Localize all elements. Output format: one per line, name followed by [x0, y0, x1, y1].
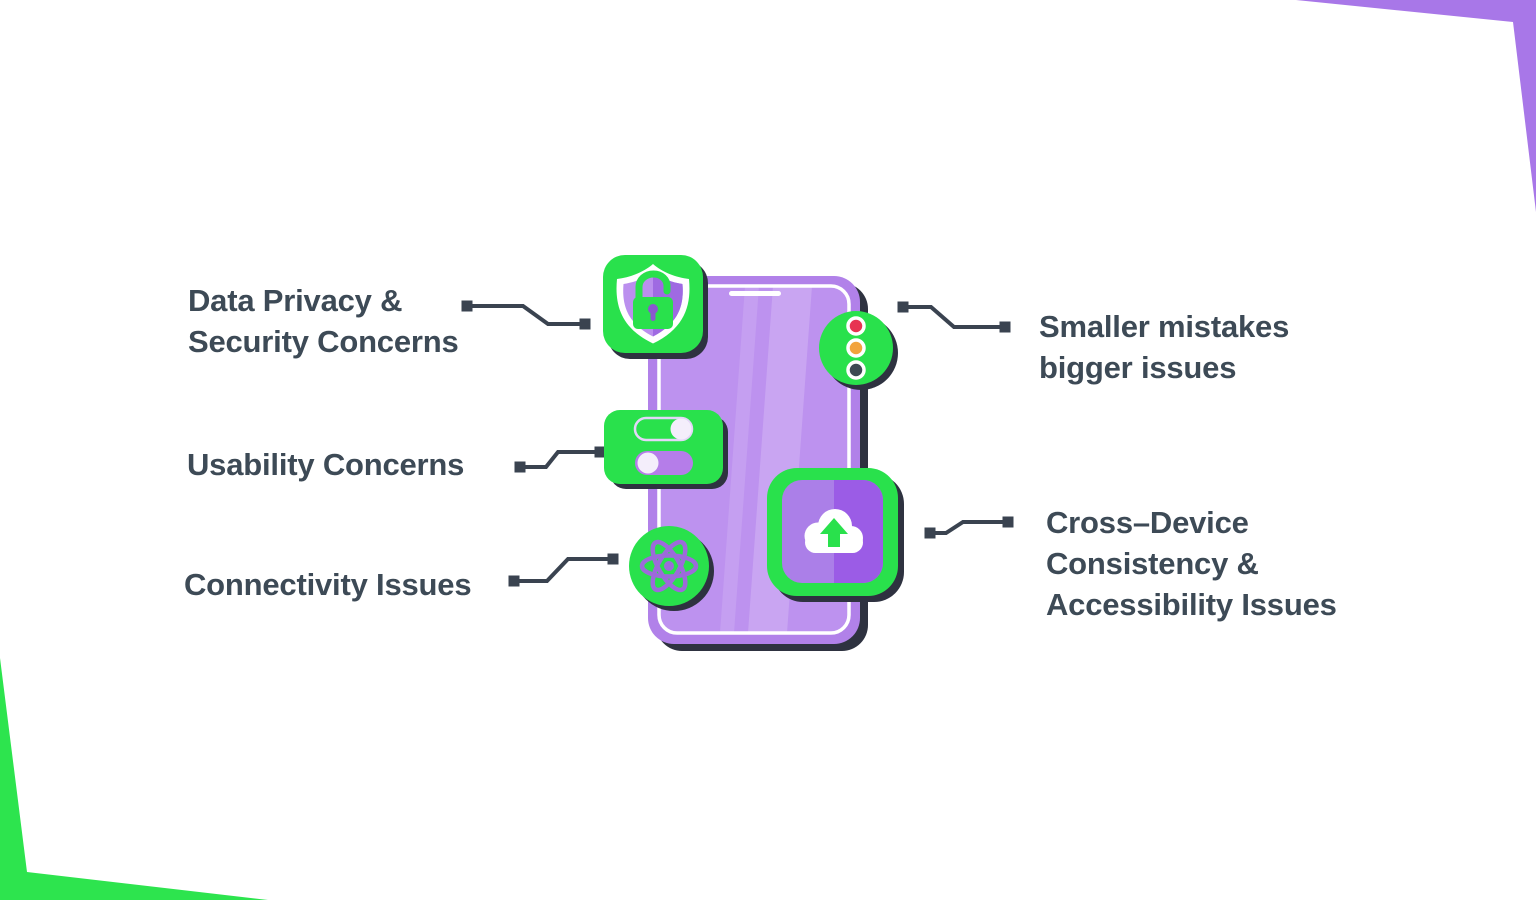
label-line: Cross–Device — [1046, 505, 1249, 540]
label-line: Smaller mistakes — [1039, 309, 1290, 344]
lock-shackle — [635, 270, 671, 302]
connector-lines — [467, 304, 1008, 583]
dark-dot — [846, 360, 866, 380]
orange-dot — [846, 338, 866, 358]
screen-shine — [720, 286, 812, 633]
toggle-on-knob — [670, 418, 692, 440]
label-line: Usability Concerns — [187, 447, 465, 482]
atom-icon — [629, 526, 714, 611]
corner-decoration-bottom-left — [0, 658, 268, 900]
label-line: Accessibility Issues — [1046, 587, 1337, 622]
connector-endpoints — [461, 300, 1014, 587]
label-usability: Usability Concerns — [187, 444, 464, 485]
smartphone-speaker — [729, 291, 781, 296]
shield-lock-icon — [603, 255, 708, 359]
lock-keyhole — [648, 304, 658, 314]
atom-orbits — [639, 539, 699, 593]
label-connectivity: Connectivity Issues — [184, 564, 472, 605]
label-data-privacy: Data Privacy & Security Concerns — [188, 280, 459, 362]
corner-decoration-top-right — [1296, 0, 1536, 212]
label-smaller-mistakes: Smaller mistakes bigger issues — [1039, 306, 1289, 388]
toggle-off-knob — [637, 452, 659, 474]
toggle-switches-icon — [604, 410, 728, 489]
label-line: Data Privacy & — [188, 283, 403, 318]
connector-line-data-privacy — [467, 304, 585, 326]
connector-line-connectivity — [514, 557, 613, 583]
connector-line-cross-device — [930, 520, 1008, 535]
label-line: Connectivity Issues — [184, 567, 472, 602]
label-line: bigger issues — [1039, 350, 1237, 385]
label-line: Consistency & — [1046, 546, 1259, 581]
label-cross-device: Cross–Device Consistency & Accessibility… — [1046, 502, 1337, 625]
red-dot — [846, 316, 866, 336]
toggle-icon-frame — [604, 410, 723, 484]
cloud-upload-icon — [767, 468, 904, 602]
connector-line-usability — [520, 450, 600, 469]
status-dots-icon — [819, 311, 898, 390]
label-line: Security Concerns — [188, 324, 459, 359]
connector-line-smaller-mistakes — [903, 305, 1005, 329]
upload-arrow — [820, 518, 848, 547]
toggle-on-track — [633, 416, 694, 442]
lock-keyhole-stem — [650, 311, 656, 321]
atom-nucleus — [664, 561, 674, 571]
